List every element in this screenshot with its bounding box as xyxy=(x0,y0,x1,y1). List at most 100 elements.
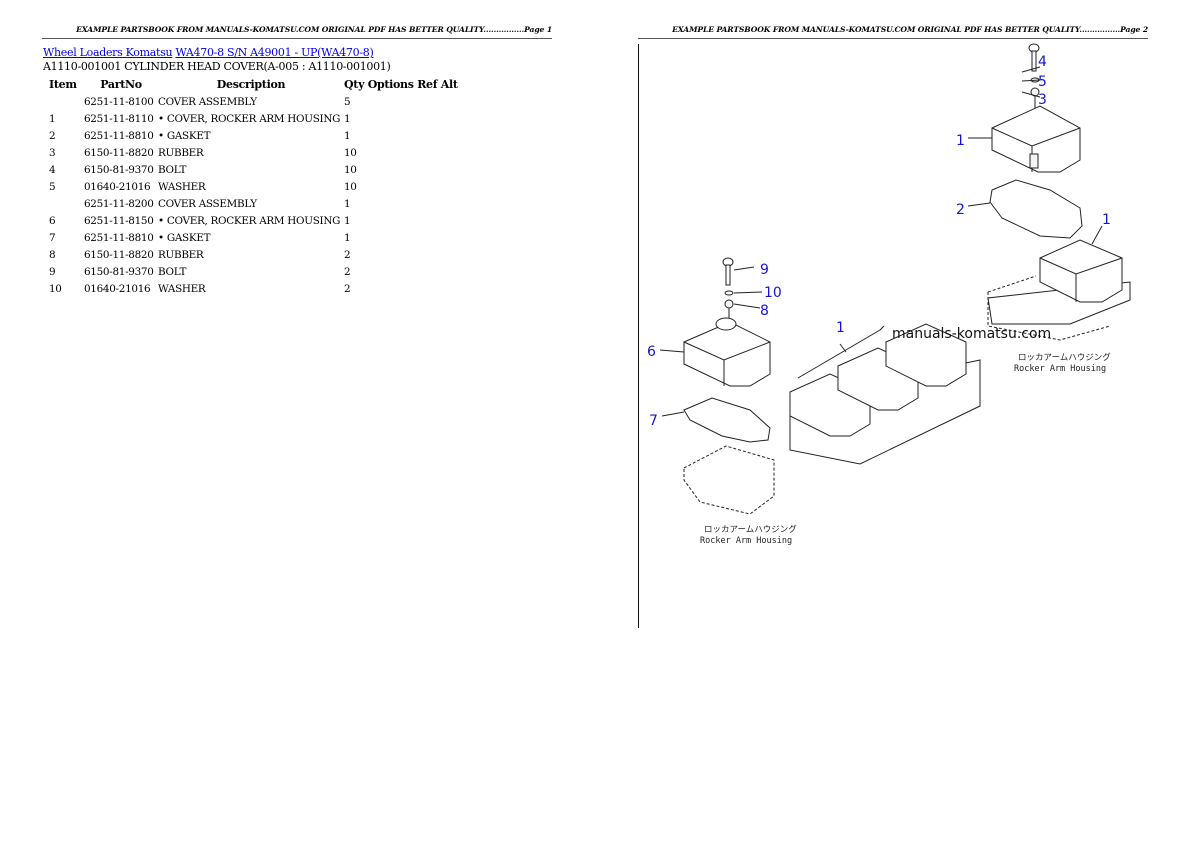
cell-item: 1 xyxy=(49,112,56,125)
table-row: 6251-11-8100 COVER ASSEMBLY 5 xyxy=(43,93,458,110)
header-ref: Ref xyxy=(417,78,438,91)
page-2-header: EXAMPLE PARTSBOOK FROM MANUALS-KOMATSU.C… xyxy=(638,25,1148,39)
cell-qty: 2 xyxy=(344,282,351,295)
cell-description: BOLT xyxy=(158,163,187,176)
table-row: 6 6251-11-8150 • COVER, ROCKER ARM HOUSING… xyxy=(43,212,458,229)
table-row: 4 6150-81-9370 BOLT 10 xyxy=(43,161,458,178)
rocker-arm-housing-icon xyxy=(987,275,1111,341)
callout-1-right: 1 xyxy=(1102,212,1111,228)
callout-7: 7 xyxy=(649,413,658,429)
table-row: 10 01640-21016 WASHER 2 xyxy=(43,280,458,297)
cell-item: 3 xyxy=(49,146,56,159)
cell-qty: 5 xyxy=(344,95,351,108)
page-divider xyxy=(638,44,639,628)
rocker-arm-housing-icon xyxy=(683,445,775,515)
callout-9: 9 xyxy=(760,262,769,278)
cell-partno: 6150-11-8820 xyxy=(84,146,154,159)
callout-4: 4 xyxy=(1038,54,1047,70)
header-qty: Qty xyxy=(344,78,365,91)
rocker-cover-assembly-icon xyxy=(789,323,981,465)
breadcrumb: Wheel Loaders Komatsu WA470-8 S/N A49001… xyxy=(43,46,374,59)
page-1-header: EXAMPLE PARTSBOOK FROM MANUALS-KOMATSU.C… xyxy=(42,25,552,39)
cell-item: 7 xyxy=(49,231,56,244)
cell-partno: 6251-11-8810 xyxy=(84,129,154,142)
cell-item: 2 xyxy=(49,129,56,142)
breadcrumb-category-link[interactable]: Wheel Loaders Komatsu xyxy=(43,46,173,59)
callout-2: 2 xyxy=(956,202,965,218)
cell-item: 9 xyxy=(49,265,56,278)
table-header-row: Item PartNo Description Qty Options Ref … xyxy=(43,76,458,93)
header-options: Options xyxy=(367,78,414,91)
cell-qty: 1 xyxy=(344,112,351,125)
bolt-icon xyxy=(722,257,734,286)
header-item: Item xyxy=(49,78,77,91)
callout-1-assembly: 1 xyxy=(836,320,845,336)
cell-description: BOLT xyxy=(158,265,187,278)
cell-description: • COVER, ROCKER ARM HOUSING xyxy=(158,214,341,227)
gasket-icon xyxy=(683,397,771,443)
cell-qty: 2 xyxy=(344,248,351,261)
cell-item: 4 xyxy=(49,163,56,176)
cell-partno: 6251-11-8100 xyxy=(84,95,154,108)
cell-description: RUBBER xyxy=(158,146,204,159)
cell-partno: 6150-81-9370 xyxy=(84,265,154,278)
table-row: 3 6150-11-8820 RUBBER 10 xyxy=(43,144,458,161)
cell-item xyxy=(43,195,84,212)
table-row: 9 6150-81-9370 BOLT 2 xyxy=(43,263,458,280)
cell-item: 8 xyxy=(49,248,56,261)
callout-10: 10 xyxy=(764,285,782,301)
parts-table: Item PartNo Description Qty Options Ref … xyxy=(43,76,458,297)
callout-1-top: 1 xyxy=(956,133,965,149)
cell-partno: 6150-11-8820 xyxy=(84,248,154,261)
cell-description: COVER ASSEMBLY xyxy=(158,95,257,108)
rocker-cover-icon xyxy=(987,239,1131,325)
cell-partno: 01640-21016 xyxy=(84,282,151,295)
bolt-icon xyxy=(1028,43,1040,72)
callout-3: 3 xyxy=(1038,92,1047,108)
header-alt: Alt xyxy=(440,78,458,91)
housing-label-en-left: Rocker Arm Housing xyxy=(700,536,792,546)
rocker-cover-icon xyxy=(683,317,771,387)
cell-partno: 6251-11-8150 xyxy=(84,214,154,227)
header-description: Description xyxy=(216,78,286,91)
callout-8: 8 xyxy=(760,303,769,319)
cell-qty: 10 xyxy=(344,163,357,176)
cell-description: COVER ASSEMBLY xyxy=(158,197,257,210)
gasket-icon xyxy=(989,179,1083,239)
watermark: manuals-komatsu.com xyxy=(892,326,1051,342)
table-row: 8 6150-11-8820 RUBBER 2 xyxy=(43,246,458,263)
cell-qty: 2 xyxy=(344,265,351,278)
breadcrumb-model-link[interactable]: WA470-8 S/N A49001 - UP(WA470-8) xyxy=(175,46,374,59)
cell-item: 6 xyxy=(49,214,56,227)
parts-diagram: 4 5 3 1 2 1 ロッカアームハウジング Rocker Arm Housi… xyxy=(647,43,1131,546)
cell-partno: 01640-21016 xyxy=(84,180,151,193)
cell-qty: 1 xyxy=(344,231,351,244)
cell-item: 5 xyxy=(49,180,56,193)
rocker-cover-icon xyxy=(991,105,1081,173)
cell-description: WASHER xyxy=(158,282,206,295)
cell-description: • GASKET xyxy=(158,231,211,244)
header-partno: PartNo xyxy=(100,78,142,91)
cell-description: • COVER, ROCKER ARM HOUSING xyxy=(158,112,341,125)
cell-partno: 6251-11-8110 xyxy=(84,112,154,125)
rubber-icon xyxy=(724,299,734,309)
cell-item xyxy=(43,93,84,110)
cell-description: • GASKET xyxy=(158,129,211,142)
header-qty-options-ref-alt: Qty Options Ref Alt xyxy=(344,76,458,93)
housing-label-en: Rocker Arm Housing xyxy=(1014,364,1106,374)
table-row: 5 01640-21016 WASHER 10 xyxy=(43,178,458,195)
cell-description: WASHER xyxy=(158,180,206,193)
cell-qty: 10 xyxy=(344,146,357,159)
cell-item: 10 xyxy=(49,282,62,295)
page-title: A1110-001001 CYLINDER HEAD COVER(A-005 :… xyxy=(43,60,391,73)
cell-qty: 1 xyxy=(344,214,351,227)
cell-description: RUBBER xyxy=(158,248,204,261)
cell-partno: 6251-11-8200 xyxy=(84,197,154,210)
callout-5: 5 xyxy=(1038,74,1047,90)
table-row: 1 6251-11-8110 • COVER, ROCKER ARM HOUSING… xyxy=(43,110,458,127)
cell-qty: 10 xyxy=(344,180,357,193)
cell-partno: 6150-81-9370 xyxy=(84,163,154,176)
